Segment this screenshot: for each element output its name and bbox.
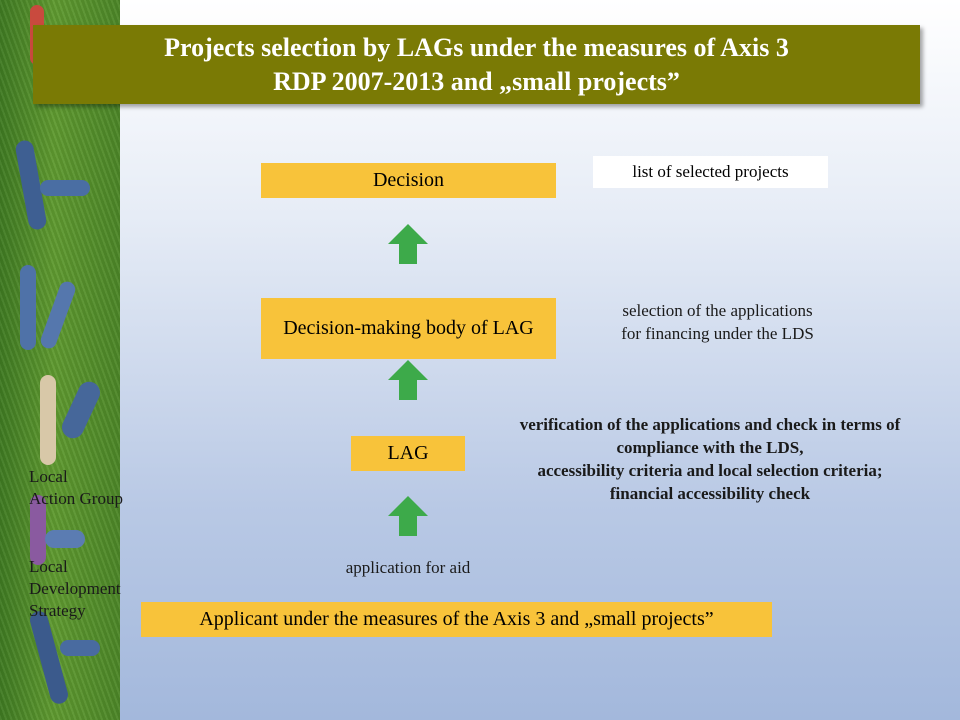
lag-box: LAG (351, 436, 465, 471)
verification-note-line-3: accessibility criteria and local selecti… (537, 461, 883, 480)
selection-note-line-2: for financing under the LDS (621, 324, 814, 343)
verification-note: verification of the applications and che… (490, 413, 930, 505)
applicant-box: Applicant under the measures of the Axis… (141, 602, 772, 637)
lds-side-label-line-3: Strategy (29, 601, 86, 620)
selection-note: selection of the applications for financ… (580, 299, 855, 345)
decision-making-body-box: Decision-making body of LAG (261, 298, 556, 359)
title-line-1: Projects selection by LAGs under the mea… (164, 32, 789, 62)
lag-side-label: Local Action Group (29, 466, 123, 510)
lag-side-label-line-2: Action Group (29, 489, 123, 508)
lds-side-label-line-1: Local (29, 557, 68, 576)
verification-note-line-2: compliance with the LDS, (616, 438, 804, 457)
lds-side-label: Local Development Strategy (29, 556, 121, 622)
lag-side-label-line-1: Local (29, 467, 68, 486)
verification-note-line-4: financial accessibility check (609, 484, 811, 503)
selection-note-line-1: selection of the applications (622, 301, 813, 320)
up-arrow-icon (388, 360, 428, 400)
decorative-photo-strip (0, 0, 120, 720)
decision-box: Decision (261, 163, 556, 198)
slide-title: Projects selection by LAGs under the mea… (33, 25, 920, 104)
list-selected-projects-box: list of selected projects (593, 156, 828, 188)
up-arrow-icon (388, 496, 428, 536)
application-for-aid-label: application for aid (345, 558, 471, 577)
up-arrow-icon (388, 224, 428, 264)
lds-side-label-line-2: Development (29, 579, 121, 598)
title-line-2: RDP 2007-2013 and „small projects” (273, 66, 680, 96)
verification-note-line-1: verification of the applications and che… (519, 415, 901, 434)
